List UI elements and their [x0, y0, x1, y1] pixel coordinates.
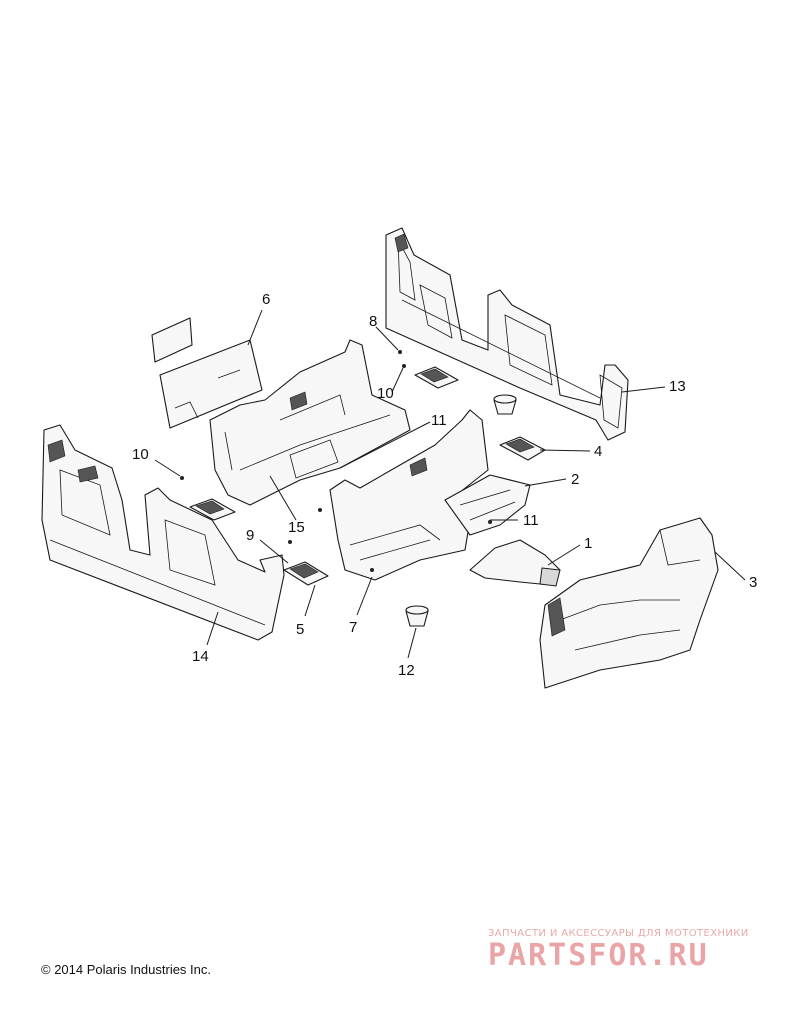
- callout-2: 2: [571, 471, 579, 488]
- part-13-rear-panel: [385, 227, 629, 441]
- callout-10-left: 10: [132, 446, 149, 463]
- callout-11-lower: 11: [523, 512, 539, 529]
- callout-15: 15: [288, 519, 305, 536]
- watermark: ЗАПЧАСТИ И АКСЕССУАРЫ ДЛЯ МОТОТЕХНИКИ PA…: [488, 928, 788, 973]
- part-4-bracket: [499, 436, 546, 461]
- part-15-rear-floor: [209, 339, 411, 506]
- watermark-tagline: ЗАПЧАСТИ И АКСЕССУАРЫ ДЛЯ МОТОТЕХНИКИ: [488, 928, 749, 939]
- bracket-rear-left: [189, 498, 236, 521]
- callout-6: 6: [262, 291, 270, 308]
- callout-13: 13: [669, 378, 686, 395]
- callout-1: 1: [584, 535, 592, 552]
- plug-upper: [493, 394, 517, 415]
- callout-11-upper: 11: [431, 412, 447, 429]
- part-14-side-panel: [41, 424, 285, 641]
- part-5-bracket: [283, 561, 329, 586]
- callout-9: 9: [246, 527, 254, 544]
- callout-12: 12: [398, 662, 415, 679]
- part-7-front-floor: [329, 409, 489, 581]
- copyright-notice: © 2014 Polaris Industries Inc.: [41, 962, 211, 977]
- fasteners: [180, 350, 492, 572]
- callout-4: 4: [594, 443, 602, 460]
- leader-lines: [154, 309, 746, 659]
- callout-10-right: 10: [377, 385, 394, 402]
- callout-14: 14: [192, 648, 209, 665]
- callout-7: 7: [349, 619, 357, 636]
- part-1-kick-panel: [469, 539, 561, 587]
- bracket-rear-right: [414, 366, 459, 389]
- callout-3: 3: [749, 574, 757, 591]
- watermark-brand: PARTSFOR.RU: [488, 938, 709, 973]
- part-2-floor-panel: [444, 474, 531, 536]
- callout-8: 8: [369, 313, 377, 330]
- part-3-dash-panel: [539, 517, 719, 689]
- part-12-plug: [405, 605, 429, 627]
- part-6-insulation: [151, 317, 263, 429]
- callout-5: 5: [296, 621, 304, 638]
